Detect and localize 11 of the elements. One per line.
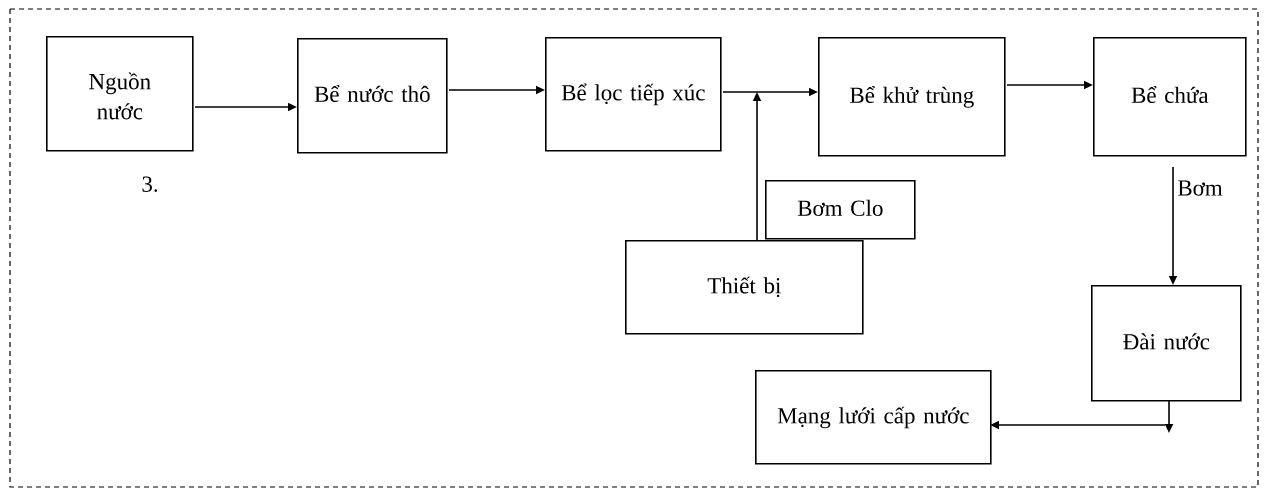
process-box: Mạng lưới cấp nước [755,370,992,465]
process-box: Bơm Clo [765,180,916,240]
label-text: 3. [142,176,158,192]
process-box: Bể khử trùng [818,37,1006,157]
process-box: Bể chứa [1093,37,1247,157]
process-box: Bể lọc tiếp xúc [545,37,722,152]
process-box: Nguồn nước [46,36,194,152]
process-box: Thiết bị [625,240,864,335]
process-box: Đài nước [1091,285,1242,402]
label-text: Bơm [1177,180,1223,196]
process-box: Bể nước thô [297,38,448,154]
